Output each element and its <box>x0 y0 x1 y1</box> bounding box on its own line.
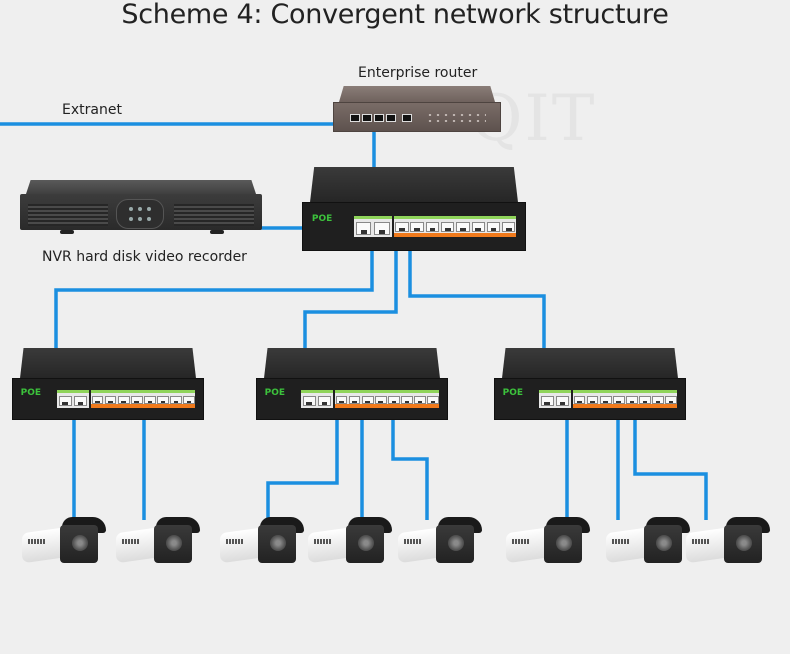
edge-poe-switch-middle: POE <box>256 348 448 420</box>
ip-camera <box>22 517 108 569</box>
ip-camera <box>220 517 306 569</box>
ip-camera <box>116 517 202 569</box>
cable-core-to-middle-switch <box>303 250 398 350</box>
diagram-title: Scheme 4: Convergent network structure <box>121 0 669 30</box>
nvr-label: NVR hard disk video recorder <box>42 249 247 265</box>
core-poe-switch: POE <box>302 167 526 251</box>
enterprise-router <box>333 86 501 138</box>
cable-core-to-right-switch <box>408 250 546 350</box>
ip-camera <box>308 517 394 569</box>
poe-badge: POE <box>502 387 523 398</box>
ip-camera <box>686 517 772 569</box>
router-label: Enterprise router <box>358 65 478 81</box>
nvr-recorder <box>20 180 262 240</box>
extranet-label: Extranet <box>62 102 122 118</box>
cable-mid-cam-1 <box>266 418 339 520</box>
poe-badge: POE <box>264 387 285 398</box>
edge-poe-switch-right: POE <box>494 348 686 420</box>
cable-mid-cam-3 <box>391 418 429 520</box>
cable-right-cam-3 <box>633 418 708 520</box>
ip-camera <box>606 517 692 569</box>
edge-poe-switch-left: POE <box>12 348 204 420</box>
ip-camera <box>398 517 484 569</box>
ip-camera <box>506 517 592 569</box>
poe-badge: POE <box>311 213 333 224</box>
poe-badge: POE <box>20 387 41 398</box>
cable-core-to-left-switch <box>54 250 374 350</box>
